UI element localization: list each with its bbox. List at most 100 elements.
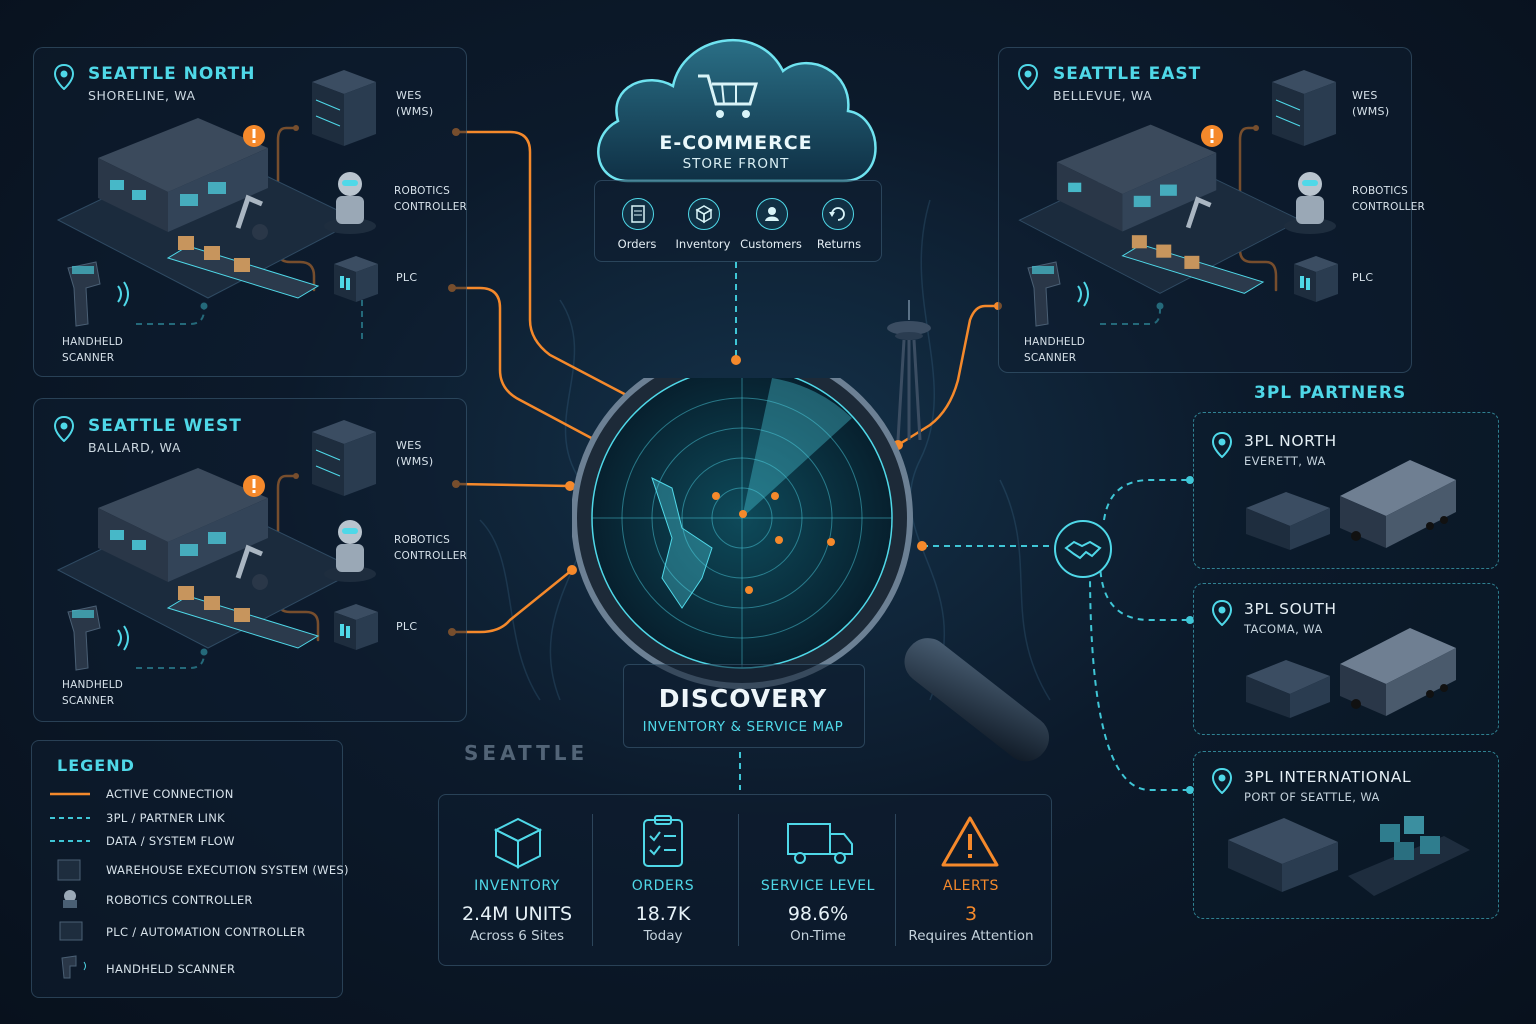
orange-alert-icon (243, 125, 265, 147)
document-icon[interactable] (622, 198, 654, 230)
wes-server-icon (1272, 70, 1336, 146)
port-ship-illustration (1228, 816, 1470, 896)
wes-label: WES (WMS) (396, 439, 434, 468)
location-pin-icon (1018, 64, 1038, 90)
ecommerce-subtitle: STORE FRONT (682, 156, 790, 172)
legend-item: HANDHELD SCANNER (106, 962, 236, 976)
location-pin-icon (1212, 600, 1232, 626)
plc-icon (334, 604, 378, 650)
cube-icon (493, 817, 543, 869)
plc-label: PLC (396, 271, 418, 284)
orange-alert-icon (243, 475, 265, 497)
stat-service-title: SERVICE LEVEL (760, 878, 876, 894)
stats-bar (438, 794, 1052, 966)
stat-orders-title: ORDERS (631, 878, 695, 894)
plc-icon (1294, 256, 1338, 302)
stat-alerts-sub: Requires Attention (908, 928, 1034, 944)
site-name: SEATTLE NORTH (88, 64, 256, 84)
partner-name: 3PL SOUTH (1244, 600, 1337, 618)
site-location: SHORELINE, WA (88, 88, 196, 103)
stats-divider (738, 814, 739, 946)
link-west-wes (454, 482, 572, 488)
scanner-label: HANDHELD SCANNER (62, 336, 124, 364)
stat-inventory-title: INVENTORY (474, 878, 560, 894)
wes-label: WES (WMS) (1352, 89, 1390, 118)
nav-inventory[interactable]: Inventory (675, 237, 731, 251)
legend-item: ROBOTICS CONTROLLER (106, 893, 253, 907)
robotics-label: ROBOTICS CONTROLLER (394, 185, 468, 213)
partners-heading: 3PL PARTNERS (1254, 383, 1407, 403)
wes-server-icon (312, 420, 376, 496)
stat-inventory-sub: Across 6 Sites (469, 928, 565, 944)
legend-item: WAREHOUSE EXECUTION SYSTEM (WES) (106, 863, 349, 877)
warehouse-truck-illustration (1246, 628, 1456, 718)
orange-alert-icon (1201, 125, 1223, 147)
site-location: BELLEVUE, WA (1053, 88, 1153, 103)
location-pin-icon (54, 64, 74, 90)
stat-service-sub: On-Time (790, 928, 846, 944)
discovery-label-box (623, 664, 865, 748)
scanner-label: HANDHELD SCANNER (1024, 336, 1086, 364)
robot-icon (324, 172, 376, 234)
warehouse-illustration (56, 118, 360, 299)
plc-label: PLC (1352, 271, 1374, 284)
scanner-label: HANDHELD SCANNER (62, 679, 124, 707)
site-name: SEATTLE WEST (88, 416, 242, 436)
partner-card[interactable] (1193, 751, 1499, 919)
flow-3pl-north (1103, 479, 1190, 521)
flow-3pl-south (1099, 559, 1190, 621)
legend-item: ACTIVE CONNECTION (106, 787, 234, 801)
stat-orders-sub: Today (643, 928, 683, 944)
person-icon[interactable] (756, 198, 788, 230)
shopping-cart-icon (698, 74, 759, 118)
warehouse-illustration (56, 468, 360, 649)
partner-location: PORT OF SEATTLE, WA (1244, 790, 1380, 804)
link-west-plc (450, 568, 574, 634)
delivery-truck-icon (787, 823, 853, 864)
location-pin-icon (54, 416, 74, 442)
stat-service-value: 98.6% (787, 903, 849, 925)
partner-location: EVERETT, WA (1244, 454, 1326, 468)
nav-returns[interactable]: Returns (816, 237, 862, 251)
city-label: SEATTLE (464, 741, 589, 765)
location-pin-icon (1212, 432, 1232, 458)
partner-location: TACOMA, WA (1244, 622, 1323, 636)
discovery-subtitle: INVENTORY & SERVICE MAP (642, 719, 844, 735)
handheld-scanner-icon (1027, 261, 1089, 327)
legend-panel (31, 740, 343, 998)
stat-inventory-value: 2.4M UNITS (461, 903, 573, 925)
wes-server-icon (312, 70, 376, 146)
link-north-wes (454, 130, 634, 400)
cloud-shape (597, 38, 877, 183)
plc-icon (334, 256, 378, 302)
partner-name: 3PL INTERNATIONAL (1244, 768, 1412, 786)
handheld-scanner-icon (67, 605, 129, 671)
robot-icon (1284, 172, 1336, 234)
warehouse-illustration (1018, 124, 1302, 294)
flow-3pl-intl (1089, 569, 1190, 791)
stat-alerts-value: 3 (964, 903, 978, 925)
site-name: SEATTLE EAST (1053, 64, 1202, 84)
nav-customers[interactable]: Customers (740, 237, 802, 251)
stats-divider (895, 814, 896, 946)
box-icon[interactable] (688, 198, 720, 230)
space-needle-icon (887, 300, 931, 440)
warning-triangle-icon (941, 816, 999, 867)
partner-name: 3PL NORTH (1244, 432, 1337, 450)
link-north-plc (450, 286, 597, 442)
nav-orders[interactable]: Orders (617, 237, 657, 251)
stats-divider (592, 814, 593, 946)
discovery-title: DISCOVERY (658, 684, 828, 713)
wes-label: WES (WMS) (396, 89, 434, 118)
handshake-icon (1054, 520, 1112, 578)
link-east (896, 304, 1000, 447)
legend-swatches (50, 792, 90, 979)
robotics-label: ROBOTICS CONTROLLER (1352, 185, 1426, 213)
legend-item: 3PL / PARTNER LINK (106, 811, 225, 825)
handheld-scanner-icon (67, 261, 129, 327)
legend-title: LEGEND (57, 756, 135, 775)
return-icon[interactable] (822, 198, 854, 230)
legend-item: PLC / AUTOMATION CONTROLLER (106, 925, 306, 939)
stat-alerts-title: ALERTS (943, 878, 999, 894)
site-location: BALLARD, WA (88, 440, 181, 455)
